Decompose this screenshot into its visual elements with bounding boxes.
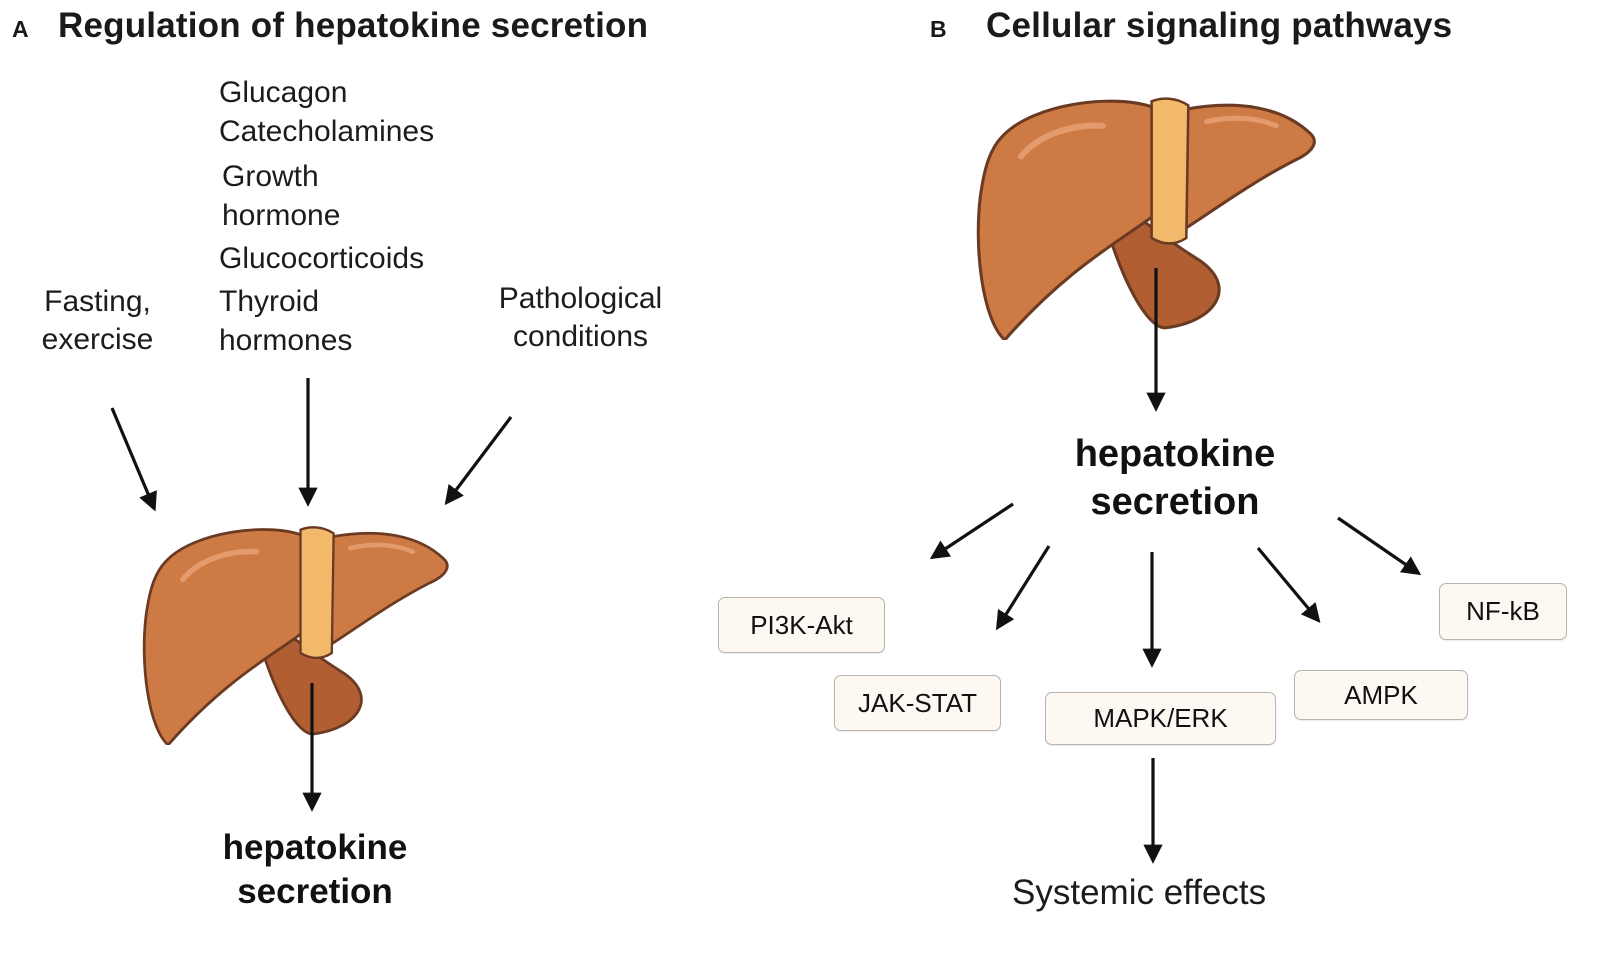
- arrow-fasting-to-liver: [110, 407, 157, 512]
- hormone-growth: Growth: [222, 160, 319, 193]
- input-fasting-exercise: Fasting, exercise: [30, 283, 165, 359]
- panel-b-arrows: [929, 268, 1422, 864]
- panel-a: A Regulation of hepatokine secretion Glu…: [0, 0, 720, 953]
- pathway-mapk-erk: MAPK/ERK: [1045, 692, 1276, 745]
- panel-a-letter: A: [12, 16, 29, 42]
- input-pathological-line-1: Pathological: [498, 282, 663, 315]
- hepatokine-secretion-a: hepatokine secretion: [210, 826, 420, 914]
- hepatokine-secretion-b-line-1: hepatokine: [1074, 433, 1276, 475]
- hormone-glucocorticoids: Glucocorticoids: [219, 242, 425, 275]
- systemic-effects: Systemic effects: [1012, 873, 1267, 912]
- hormone-growth-2: hormone: [222, 199, 341, 232]
- pathway-pi3k-akt: PI3K-Akt: [718, 597, 885, 653]
- pathway-nf-kb: NF-kB: [1439, 583, 1567, 640]
- arrow-to-pi3k: [929, 502, 1014, 560]
- hepatokine-secretion-b-line-2: secretion: [1090, 481, 1260, 523]
- panel-a-title: Regulation of hepatokine secretion: [58, 6, 649, 45]
- hormone-thyroid-2: hormones: [219, 324, 353, 357]
- input-pathological: Pathological conditions: [478, 280, 683, 356]
- input-pathological-line-2: conditions: [512, 320, 649, 353]
- hormone-glucagon: Glucagon: [219, 76, 348, 109]
- arrow-to-ampk: [1256, 546, 1321, 623]
- arrow-to-jak-stat: [995, 545, 1051, 631]
- panel-b-letter: B: [930, 16, 947, 42]
- panel-b-title: Cellular signaling pathways: [986, 6, 1453, 45]
- pathway-jak-stat: JAK-STAT: [834, 675, 1001, 731]
- hepatokine-secretion-a-line-1: hepatokine: [222, 828, 408, 867]
- hepatokine-secretion-b: hepatokine secretion: [1040, 430, 1310, 526]
- hormone-thyroid: Thyroid: [219, 285, 320, 318]
- hepatokine-secretion-a-line-2: secretion: [237, 872, 393, 911]
- hormone-catecholamines: Catecholamines: [219, 115, 435, 148]
- pathway-ampk: AMPK: [1294, 670, 1468, 720]
- arrow-to-nfkb: [1337, 516, 1422, 576]
- input-fasting-line-1: Fasting,: [44, 285, 151, 318]
- arrow-pathological-to-liver: [444, 416, 513, 506]
- panel-a-arrows: [110, 378, 513, 812]
- input-fasting-line-2: exercise: [41, 323, 154, 356]
- panel-b: B Cellular signaling pathways hepatokine…: [718, 0, 1603, 953]
